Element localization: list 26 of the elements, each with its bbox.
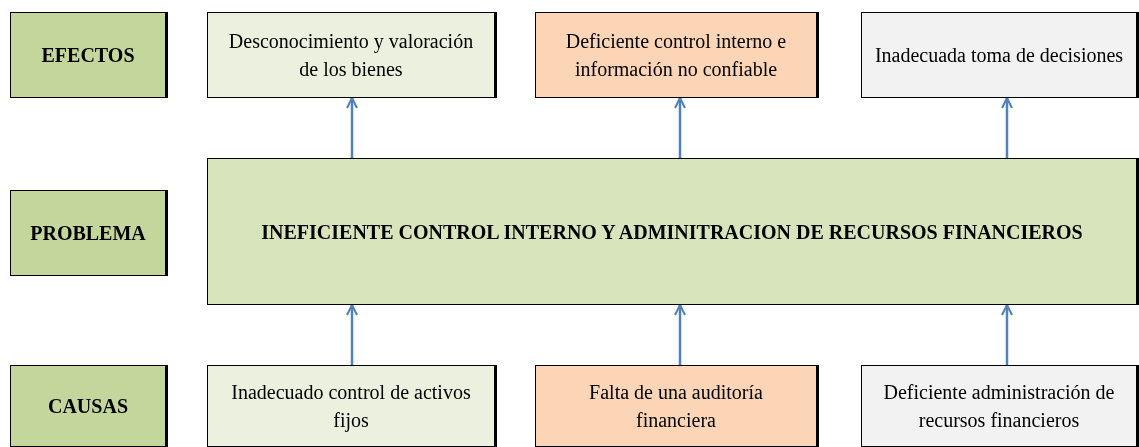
box-text: EFECTOS [40,43,136,68]
arrow [346,304,358,365]
box-text: Inadecuado control de activos fijos [230,380,472,434]
section-label [10,365,168,447]
box-text: Deficiente control interno e información no confiable [564,29,788,82]
effect-box [861,12,1139,98]
arrow [674,304,686,365]
cause-box [207,365,497,447]
effect-box [207,12,497,98]
section-label [10,190,168,276]
arrow [674,97,686,158]
arrow [346,97,358,158]
arrow [1001,97,1013,158]
cause-box [861,365,1139,447]
box-text: Desconocimiento y valoración de los bienes [227,29,475,82]
cause-box [535,365,819,447]
effect-box [535,12,819,98]
box-text: Inadecuada toma de decisiones [873,43,1125,68]
box-text: PROBLEMA [29,221,147,246]
box-text: INEFICIENTE CONTROL INTERNO Y ADMINITRACION DE RECURSOS FINANCIEROS [260,219,1084,245]
section-label [10,12,168,98]
box-text: Deficiente administración de recursos financieros [882,380,1116,433]
arrow [1001,304,1013,365]
box-text: CAUSAS [47,394,129,419]
problem-box [207,158,1139,305]
box-text: Falta de una auditoría financiera [588,380,764,433]
